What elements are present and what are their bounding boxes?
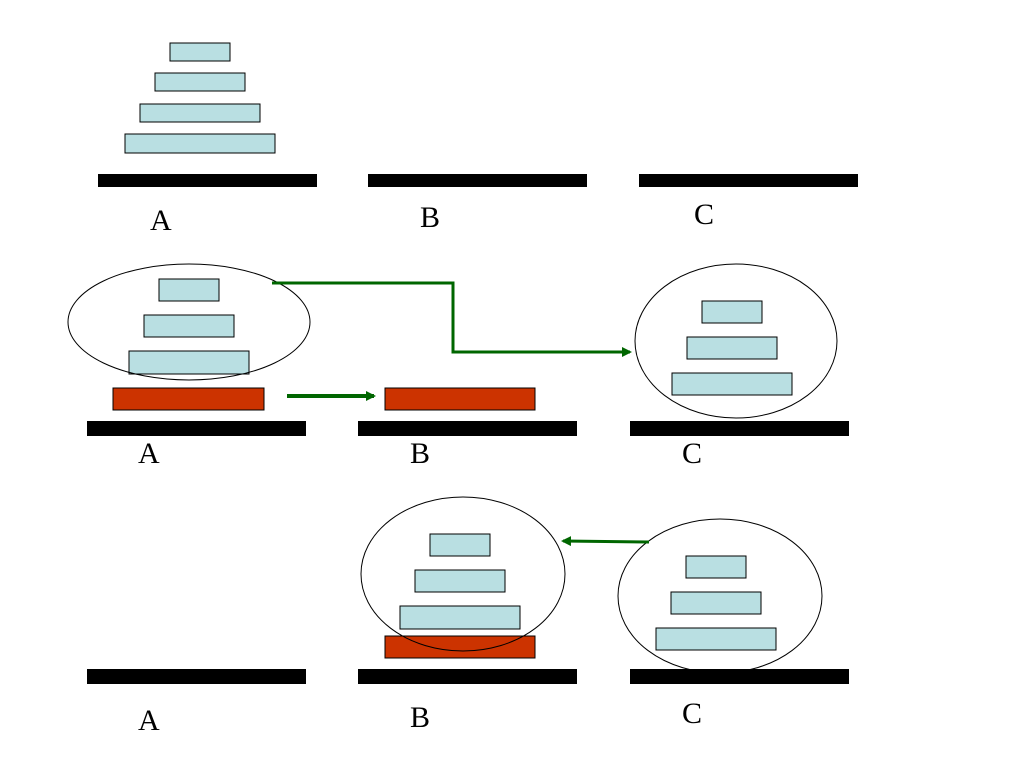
- disk-3: [399, 605, 521, 630]
- disk-2: [686, 336, 778, 360]
- disk-3: [671, 372, 793, 396]
- peg-label-a: A: [150, 204, 172, 237]
- peg-base-a: [98, 174, 317, 187]
- peg-label-a: A: [138, 704, 160, 737]
- disk-4: [124, 133, 276, 154]
- large-disk: [384, 635, 536, 659]
- peg-base-c: [630, 421, 849, 436]
- peg-label-b: B: [420, 201, 440, 234]
- peg-label-c: C: [682, 437, 702, 470]
- peg-base-a: [87, 421, 306, 436]
- peg-base-b: [358, 421, 577, 436]
- disk-2: [143, 314, 235, 338]
- disk-3: [655, 627, 777, 651]
- disk-2: [670, 591, 762, 615]
- disk-1: [429, 533, 491, 557]
- arrow-subtower-to-c: [272, 281, 632, 357]
- subtower-outline-source: [67, 263, 311, 381]
- subtower-outline-target: [360, 496, 566, 652]
- peg-label-c: C: [694, 198, 714, 231]
- disk-1: [158, 278, 220, 302]
- peg-label-c: C: [682, 697, 702, 730]
- disk-3: [128, 350, 250, 375]
- peg-label-b: B: [410, 437, 430, 470]
- subtower-outline-source: [617, 518, 823, 674]
- peg-base-c: [639, 174, 858, 187]
- peg-base-a: [87, 669, 306, 684]
- arrow-subtower-to-b: [561, 536, 650, 547]
- peg-base-b: [368, 174, 587, 187]
- subtower-outline-target: [634, 263, 838, 419]
- disk-1: [685, 555, 747, 579]
- disk-1: [169, 42, 231, 62]
- panel-move-large-disk: A B C: [67, 263, 849, 470]
- peg-label-a: A: [138, 437, 160, 470]
- disk-2: [154, 72, 246, 92]
- peg-base-b: [358, 669, 577, 684]
- disk-1: [701, 300, 763, 324]
- panel-move-subtower-to-b: A B C: [87, 496, 849, 737]
- disk-2: [414, 569, 506, 593]
- large-disk-target: [384, 387, 536, 411]
- peg-base-c: [630, 669, 849, 684]
- large-disk-source: [112, 387, 265, 411]
- disk-3: [139, 103, 261, 123]
- panel-initial-state: A B C: [98, 42, 858, 237]
- peg-label-b: B: [410, 701, 430, 734]
